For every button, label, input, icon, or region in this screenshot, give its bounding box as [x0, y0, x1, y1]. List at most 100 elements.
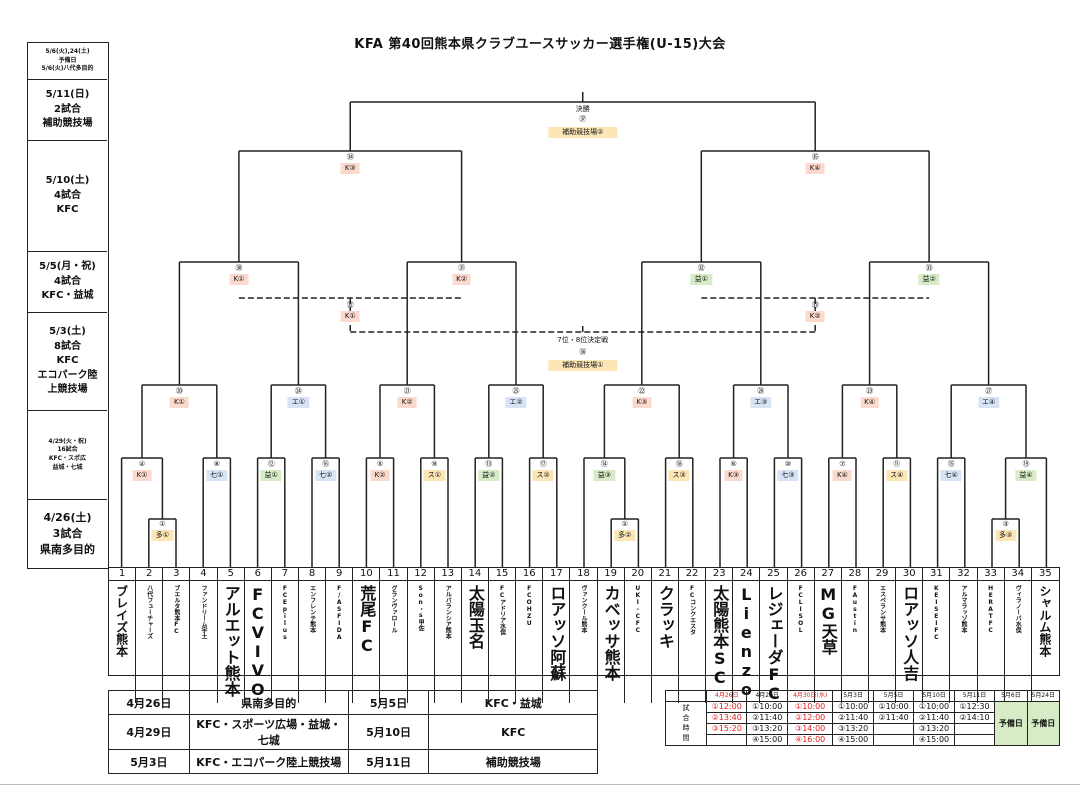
r32-match-number: ⑭ — [600, 460, 608, 468]
divider — [0, 784, 1080, 785]
r16-match-number: ㉕ — [512, 387, 520, 395]
placement-match-number: ㊱ — [579, 348, 587, 356]
team-number: 32 — [950, 568, 977, 581]
time-side-label: 試合時間 — [665, 701, 707, 746]
venue-date: 5月10日 — [347, 714, 430, 750]
qf-match-venue-tag: K② — [452, 274, 472, 285]
semifinal-match-venue-tag: K③ — [340, 163, 360, 174]
time-cell: ③13:20 — [832, 723, 874, 735]
r32-match-venue-tag: ス③ — [668, 470, 690, 481]
time-cell — [872, 723, 915, 735]
r16-match-venue-tag: K① — [169, 397, 189, 408]
team-column: 1 ブレイズ熊本 — [109, 568, 137, 703]
team-name: ロアッソ阿蘇 — [547, 585, 567, 681]
team-column: 8 エンフレンテ熊本 — [298, 568, 327, 703]
team-number: 7 — [271, 568, 298, 581]
page-title: KFA 第40回熊本県クラブユースサッカー選手権(U-15)大会 — [354, 37, 726, 52]
final-number: ㊲ — [579, 115, 587, 123]
r32-match-number: ⑬ — [485, 460, 493, 468]
r16-match-number: ㉒ — [638, 387, 646, 395]
time-cell: ④16:00 — [786, 734, 834, 746]
consolation-match-venue-tag: K② — [805, 311, 825, 322]
team-number: 1 — [109, 568, 136, 581]
team-number: 18 — [570, 568, 597, 581]
time-cell — [953, 723, 996, 735]
qf-match-number: ㉜ — [697, 264, 705, 272]
team-number: 19 — [597, 568, 624, 581]
team-name: FCコンクエスタ — [688, 585, 696, 635]
semifinal-match-number: ㉟ — [811, 153, 819, 161]
venue-date: 5月11日 — [347, 749, 430, 774]
team-name: HERATFC — [987, 585, 995, 634]
team-number: 27 — [814, 568, 841, 581]
r16-match-number: ㉔ — [294, 387, 302, 395]
team-number: 15 — [488, 568, 516, 581]
r32-match-venue-tag: K② — [370, 470, 390, 481]
team-name: ヴァンクール熊本 — [579, 585, 587, 633]
schedule-r0-day: 4/26(土) 3試合 県南多目的 — [40, 511, 95, 556]
time-corner — [665, 690, 707, 702]
team-number: 26 — [787, 568, 814, 581]
final-venue: 補助競技場② — [548, 127, 618, 138]
consolation-match-venue-tag: K① — [340, 311, 360, 322]
team-name: ブレイズ熊本 — [114, 585, 129, 657]
team-name: アルエット熊本 — [221, 585, 241, 697]
qf-match-number: ㉚ — [235, 264, 243, 272]
qf-match-number: ㉝ — [925, 264, 933, 272]
venue-date: 5月3日 — [108, 749, 190, 774]
r32-match-venue-tag: 益① — [260, 470, 282, 481]
team-name: エンフレンテ熊本 — [308, 585, 316, 633]
time-cell — [953, 734, 996, 746]
venue-date: 4月29日 — [108, 714, 190, 750]
r32-match-venue-tag: 益② — [478, 470, 500, 481]
time-cell: ①12:30 — [953, 701, 996, 713]
time-date-header: 5月10日 — [913, 690, 955, 702]
time-date-header: 5月3日 — [832, 690, 874, 702]
r16-match-number: ⑳ — [175, 387, 183, 395]
schedule-column: 5/6(火),24(土) 予備日 5/6(火)八代多目的 5/11(日) 2試合… — [27, 42, 109, 569]
consolation-match-number: ㉝ — [811, 301, 819, 309]
team-name: ヴィラノーバ水俣 — [1014, 585, 1022, 633]
schedule-final-day: 5/11(日) 2試合 補助競技場 — [28, 80, 107, 141]
r32-match-number: ⑱ — [675, 460, 683, 468]
team-name: 太陽玉名 — [465, 585, 485, 649]
team-name: グランヴァロール — [389, 585, 397, 633]
prelim-match-venue-tag: 多② — [614, 530, 636, 541]
venue-name: 補助競技場 — [428, 749, 598, 774]
bracket-lines — [120, 92, 1048, 567]
venue-name: KFC・スポーツ広場・益城・七城 — [188, 714, 349, 750]
team-name: Son・s甲佐 — [417, 585, 425, 631]
r32-match-number: ⑮ — [947, 460, 955, 468]
qf-match-venue-tag: K① — [229, 274, 249, 285]
team-name: 八代フューチャーズ — [145, 585, 153, 639]
r16-match-venue-tag: K③ — [632, 397, 652, 408]
r32-match-venue-tag: 益③ — [593, 470, 616, 481]
time-cell: ②13:40 — [705, 712, 748, 724]
team-number: 9 — [326, 568, 353, 581]
team-number: 13 — [434, 568, 461, 581]
r32-match-venue-tag: 益④ — [1015, 470, 1037, 481]
team-number: 8 — [298, 568, 326, 581]
venue-name: KFC — [428, 714, 598, 750]
schedule-qf-day: 5/5(月・祝) 4試合 KFC・益城 — [28, 252, 107, 313]
time-cell: ①10:00 — [746, 701, 788, 713]
r32-match-venue-tag: ス② — [532, 470, 554, 481]
team-name: F/ASFIDA — [335, 585, 343, 641]
